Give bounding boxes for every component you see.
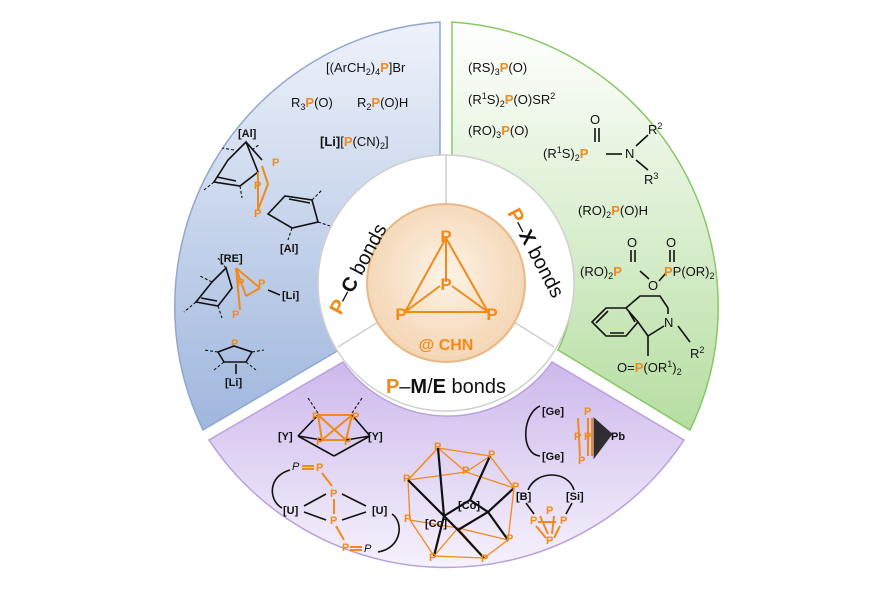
svg-text:O=P(OR1)2: O=P(OR1)2 — [617, 359, 682, 377]
svg-text:N: N — [664, 315, 673, 330]
svg-text:R3: R3 — [644, 171, 658, 187]
svg-text:[U]: [U] — [372, 505, 388, 517]
svg-text:P: P — [330, 515, 337, 527]
svg-text:[B]: [B] — [516, 491, 532, 503]
ring-divider-right — [513, 321, 555, 348]
svg-text:Pb: Pb — [611, 431, 625, 443]
pm-germanium-lead: [Ge] [Ge] P P P P Pb — [525, 405, 625, 467]
pc-rare-earth-complex: [RE] P P P [Li] — [183, 253, 299, 321]
svg-text:P: P — [258, 278, 265, 290]
pc-aluminum-dimer: [Al] P P P [Al] — [203, 128, 331, 255]
svg-text:P: P — [574, 431, 581, 443]
svg-text:P: P — [512, 481, 519, 493]
svg-text:[Li]: [Li] — [282, 290, 299, 302]
sector-pm — [207, 361, 686, 569]
pc-formula-phosphine-oxide: R3P(O) — [291, 95, 333, 112]
px-formulas: (RS)3P(O) (R1S)2P(O)SR2 (RO)3P(O) — [468, 60, 555, 140]
svg-text:[Al]: [Al] — [238, 128, 257, 140]
svg-text:P: P — [316, 462, 323, 474]
svg-text:P: P — [462, 465, 469, 477]
px-phosphoramidothioate: O (R1S)2P N R2 R3 — [543, 112, 662, 187]
svg-text:[Si]: [Si] — [566, 491, 584, 503]
p-atom-top: P — [440, 227, 451, 246]
svg-text:O: O — [648, 278, 658, 293]
pc-formulas: [(ArCH2)4P]Br R3P(O) R2P(O)H [Li][P(CN)2… — [291, 60, 408, 151]
svg-text:N: N — [625, 146, 634, 161]
svg-text:P: P — [488, 449, 495, 461]
svg-text:PP(OR)2: PP(OR)2 — [664, 264, 715, 281]
svg-text:P: P — [530, 515, 537, 527]
px-formula-phosphate: (RO)3P(O) — [468, 123, 529, 140]
pm-yttrium-complex: P P P P [Y] [Y] — [278, 397, 383, 457]
pm-cobalt-cluster: P P P P P P P P P [Co] [Co] — [403, 441, 519, 565]
svg-text:O: O — [627, 235, 637, 250]
svg-text:P: P — [231, 338, 238, 350]
ring-divider-left — [337, 321, 379, 348]
svg-text:P: P — [254, 208, 261, 220]
svg-text:P: P — [342, 542, 349, 554]
core-label: @ CHN — [419, 337, 474, 354]
svg-text:[U]: [U] — [283, 505, 299, 517]
svg-text:[Y]: [Y] — [368, 431, 383, 443]
svg-text:P: P — [292, 461, 300, 473]
px-formula-h-phosphonate: (RO)2P(O)H — [578, 203, 648, 220]
bond-label-pm: P–M/E bonds — [386, 376, 506, 398]
px-tetrahydroisoquinoline: N R2 O=P(OR1)2 — [590, 295, 704, 377]
svg-text:P: P — [429, 552, 436, 564]
svg-text:(R1S)2P: (R1S)2P — [543, 145, 589, 163]
svg-text:R2: R2 — [690, 345, 704, 361]
svg-text:P: P — [584, 406, 591, 418]
px-formula-trithiophosphate: (RS)3P(O) — [468, 60, 527, 77]
pm-uranium-complex: P P P P P P [U] [U] — [271, 461, 400, 555]
svg-text:P: P — [254, 180, 261, 192]
pc-phospholyl-lithium: P [Li] — [203, 338, 265, 389]
svg-text:P: P — [352, 411, 359, 423]
svg-text:P: P — [344, 436, 351, 448]
svg-text:P: P — [330, 488, 337, 500]
svg-text:P: P — [404, 513, 411, 525]
svg-text:[Ge]: [Ge] — [542, 406, 564, 418]
svg-text:P: P — [481, 553, 488, 565]
p-atom-right: P — [486, 305, 497, 324]
svg-text:P: P — [316, 436, 323, 448]
pc-formula-li-salt: [Li][P(CN)2] — [320, 134, 389, 151]
svg-text:P: P — [546, 535, 553, 547]
pc-formula-phosphonium: [(ArCH2)4P]Br — [326, 60, 406, 77]
svg-text:[Ge]: [Ge] — [542, 451, 564, 463]
svg-text:[Co]: [Co] — [458, 500, 480, 512]
svg-text:P: P — [232, 309, 239, 321]
pm-boron-silicon: [B] [Si] P P P P — [516, 474, 584, 547]
svg-text:[Al]: [Al] — [280, 243, 299, 255]
svg-text:[Co]: [Co] — [425, 518, 447, 530]
svg-text:P: P — [403, 473, 410, 485]
core-circle — [366, 203, 526, 363]
svg-text:P: P — [272, 157, 279, 169]
p-atom-left: P — [395, 305, 406, 324]
svg-text:P: P — [434, 441, 441, 453]
svg-text:R2: R2 — [648, 121, 662, 137]
svg-text:[Y]: [Y] — [278, 431, 293, 443]
svg-text:P: P — [237, 277, 244, 289]
svg-text:P: P — [578, 455, 585, 467]
p-atom-center: P — [440, 275, 451, 294]
svg-text:O: O — [666, 235, 676, 250]
svg-text:P: P — [312, 411, 319, 423]
px-formula-thiophosphate: (R1S)2P(O)SR2 — [468, 91, 555, 109]
svg-text:P: P — [364, 543, 372, 555]
svg-text:P: P — [546, 505, 553, 517]
svg-text:[RE]: [RE] — [220, 253, 243, 265]
svg-text:[Li]: [Li] — [225, 377, 242, 389]
pc-formula-secondary-oxide: R2P(O)H — [357, 95, 408, 112]
svg-text:(RO)2P: (RO)2P — [580, 264, 622, 281]
px-pyrophosphate: O O (RO)2P O PP(OR)2 — [580, 235, 715, 293]
svg-text:P: P — [506, 533, 513, 545]
svg-text:O: O — [590, 112, 600, 127]
svg-text:P: P — [560, 515, 567, 527]
p4-tetrahedron: P P P P — [395, 227, 497, 324]
core-inner-ring — [373, 210, 519, 356]
